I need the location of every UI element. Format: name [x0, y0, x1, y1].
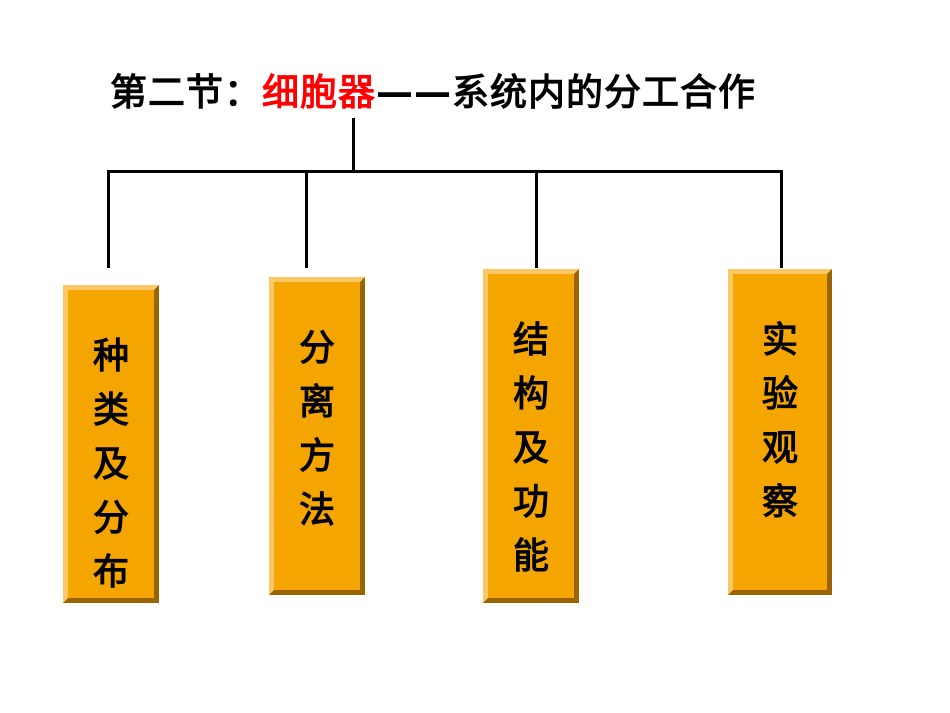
box-separation-method: 分离方法 — [269, 277, 365, 595]
connector-drop-1 — [107, 170, 110, 268]
title-suffix: ——系统内的分工合作 — [376, 71, 756, 114]
box-label: 实验观察 — [761, 320, 798, 523]
box-label: 种类及分布 — [92, 336, 129, 593]
connector-horizontal — [107, 170, 783, 173]
box-label: 结构及功能 — [512, 320, 549, 577]
box-types-distribution: 种类及分布 — [63, 285, 159, 603]
box-structure-function: 结构及功能 — [483, 269, 579, 603]
box-experiment-observation: 实验观察 — [728, 269, 832, 595]
title-highlight: 细胞器 — [262, 71, 376, 114]
connector-drop-2 — [305, 170, 308, 268]
box-label: 分离方法 — [298, 328, 335, 531]
diagram-title: 第二节：细胞器——系统内的分工合作 — [110, 62, 756, 116]
title-prefix: 第二节： — [110, 71, 262, 114]
connector-drop-3 — [535, 170, 538, 268]
connector-trunk — [352, 118, 355, 173]
connector-drop-4 — [780, 170, 783, 268]
